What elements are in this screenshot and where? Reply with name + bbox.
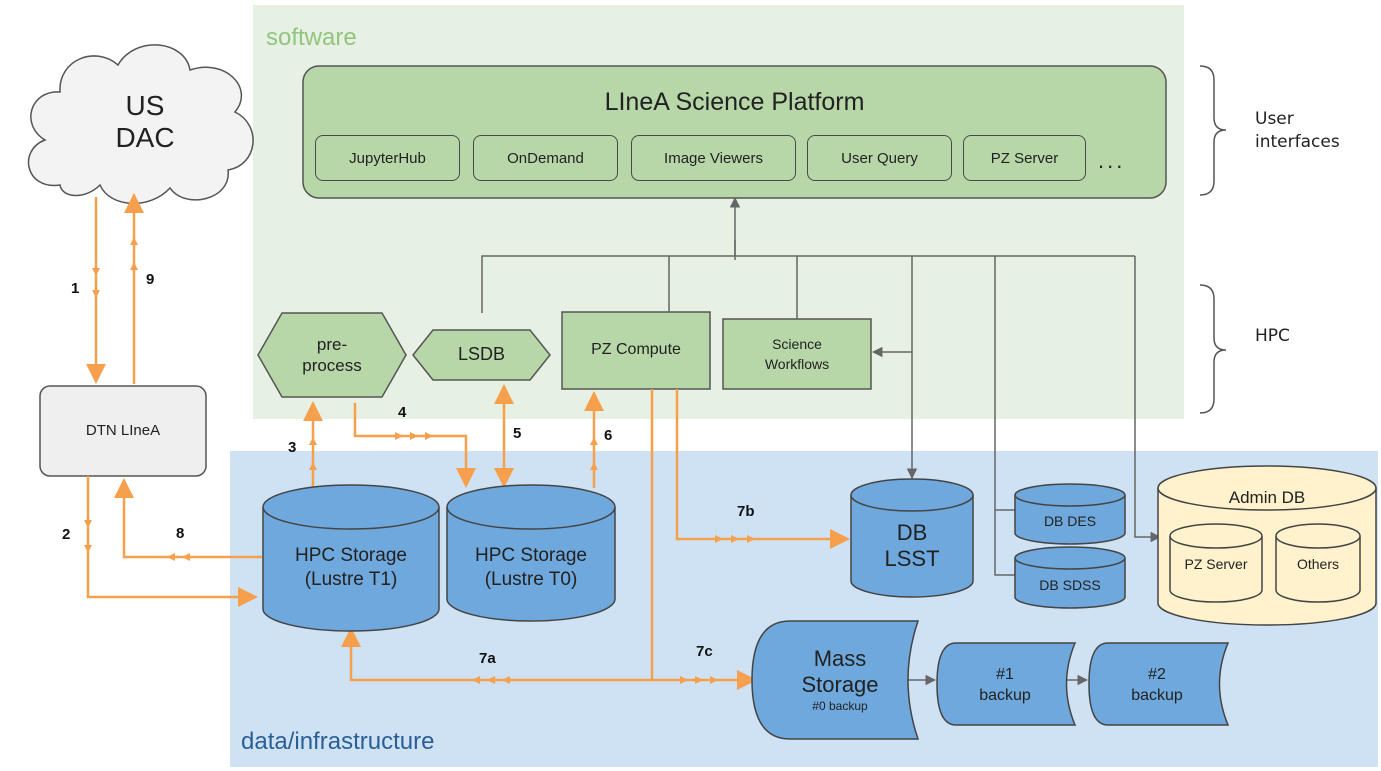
admin-others-cylinder bbox=[1275, 523, 1361, 603]
admin-pz-server-cylinder bbox=[1169, 523, 1263, 603]
platform-item-ondemand[interactable]: OnDemand bbox=[473, 135, 618, 181]
preprocess-node bbox=[257, 312, 407, 398]
science-workflows-node bbox=[722, 318, 872, 390]
platform-item-jupyterhub[interactable]: JupyterHub bbox=[315, 135, 460, 181]
platform-item-user-query[interactable]: User Query bbox=[807, 135, 952, 181]
hpc-storage-t1 bbox=[262, 484, 440, 632]
platform-item-pz-server[interactable]: PZ Server bbox=[963, 135, 1086, 181]
pz-compute-node bbox=[561, 311, 711, 390]
db-lsst bbox=[850, 478, 974, 598]
backup2-tape bbox=[1088, 642, 1230, 726]
platform-item-image-viewers[interactable]: Image Viewers bbox=[631, 135, 796, 181]
hpc-storage-t0 bbox=[446, 484, 616, 622]
db-des bbox=[1014, 483, 1126, 545]
orange-flows bbox=[86, 193, 850, 690]
hpc-brace bbox=[1199, 284, 1227, 414]
us-dac-cloud bbox=[27, 44, 254, 205]
backup1-tape bbox=[936, 642, 1077, 726]
db-sdss bbox=[1014, 546, 1126, 609]
user-interfaces-brace bbox=[1199, 65, 1227, 196]
mass-storage-tape bbox=[751, 620, 920, 740]
dtn-box bbox=[39, 385, 207, 477]
grey-connectors bbox=[481, 196, 1162, 686]
flow-chevrons bbox=[84, 237, 755, 684]
lsdb-node bbox=[412, 329, 551, 381]
